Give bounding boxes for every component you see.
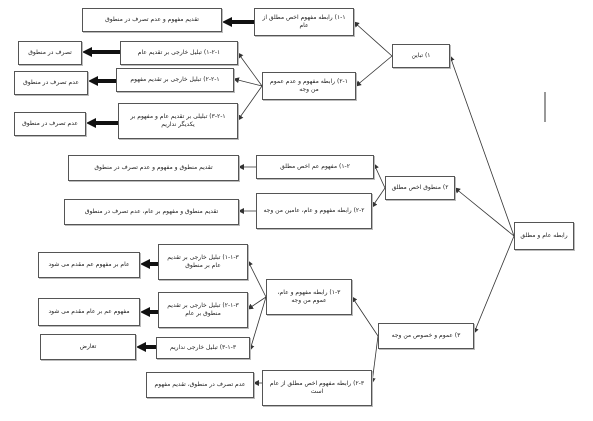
connector-n1-n1_1 xyxy=(353,21,393,57)
connector-root-n3 xyxy=(473,235,515,334)
leaf-n3_1_2: مفهوم عم بر عام مقدم می شود xyxy=(38,298,140,326)
node-n3: ۳) عموم و خصوص من وجه xyxy=(378,323,474,349)
node-n2_2: ۲-۲) رابطه مفهوم و عام، عامین من وجه xyxy=(256,193,372,229)
node-n1_1: ۱-۱) رابطه مفهوم اخص مطلق از عام xyxy=(254,8,354,36)
node-n3_1_3: ۳-۱-۳) تبلیل خارجی نداریم xyxy=(156,337,250,359)
leaf-n1_1: تقدیم مفهوم و عدم تصرف در منطوق xyxy=(82,8,222,32)
leaf-n2_1: تقدیم منطوق و مفهوم و عدم تصرف در منطوق xyxy=(68,155,239,181)
connector-root-n1 xyxy=(448,55,515,237)
connector-n3_1-n3_1_3 xyxy=(248,296,267,351)
leaf-n2_2: تقدیم منطوق و مفهوم بر عام، عدم تصرف در … xyxy=(64,199,239,225)
node-n1_2_2: ۲-۲-۱) تبلیل خارجی بر تقدیم مفهوم xyxy=(116,68,234,92)
connector-n2-n2_1 xyxy=(373,163,386,189)
node-n3_1_2: ۲-۱-۳) تبلیل خارجی بر تقدیم منطوق بر عام xyxy=(158,292,248,328)
connector-n3-n3_1 xyxy=(351,296,379,337)
connector-n1_2-n1_2_3 xyxy=(237,85,263,121)
connector-n2-n2_2 xyxy=(371,187,386,208)
node-n1: ۱) تباین xyxy=(392,44,450,68)
connector-n1_2-n1_2_2 xyxy=(233,77,263,87)
connector-root-n2 xyxy=(454,187,515,237)
node-n1_2_3: ۳-۲-۱) تبلیلی بر تقدیم عام و مفهوم بر یک… xyxy=(118,103,238,139)
node-n2: ۲) منطوق اخص مطلق xyxy=(385,176,455,200)
connector-n3_1-n3_1_1 xyxy=(247,260,267,298)
leaf-n1_2_1: تصرف در منطوق xyxy=(18,41,82,65)
node-n1_2_1: ۱-۲-۱) تبلیل خارجی بر تقدیم عام xyxy=(120,41,238,65)
leaf-arrow-n3_1_1 xyxy=(140,259,158,269)
connector-n3-n3_2 xyxy=(369,335,379,384)
leaf-arrow-n3_1_3 xyxy=(136,342,156,352)
node-n2_1: ۱-۲) مفهوم عم اخص مطلق xyxy=(256,155,374,179)
node-n3_2: ۲-۳) رابطه مفهوم اخص مطلق از عام است xyxy=(262,370,372,406)
leaf-n1_2_2: عدم تصرف در منطوق xyxy=(14,71,88,95)
connector-n1-n1_2 xyxy=(355,55,393,87)
node-n3_1: ۱-۳) رابطه مفهوم و عام، عموم من وجه xyxy=(266,279,352,315)
leaf-n1_2_3: عدم تصرف در منطوق xyxy=(14,112,86,136)
leaf-arrow-n1_2_2 xyxy=(88,76,116,86)
node-n3_1_1: ۱-۱-۳) تبلیل خارجی بر تقدیم عام بر منطوق xyxy=(158,244,248,280)
leaf-arrow-n1_2_3 xyxy=(86,118,118,128)
leaf-n3_1_1: عام بر مفهوم عم مقدم می شود xyxy=(38,252,140,278)
leaf-arrow-n3_1_2 xyxy=(140,307,158,317)
leaf-arrow-n1_1 xyxy=(222,17,254,27)
node-n1_2: ۲-۱) رابطه مفهوم و عدم عموم من وجه xyxy=(262,72,356,100)
connector-n3_1-n3_1_2 xyxy=(247,296,267,310)
leaf-n3_2: عدم تصرف در منطوق، تقدیم مفهوم xyxy=(146,372,254,398)
node-root: رابطه عام و مطلق xyxy=(514,222,574,250)
leaf-n3_1_3: تعارض xyxy=(40,334,136,360)
leaf-arrow-n1_2_1 xyxy=(82,47,120,57)
connector-n1_2-n1_2_1 xyxy=(237,52,263,87)
